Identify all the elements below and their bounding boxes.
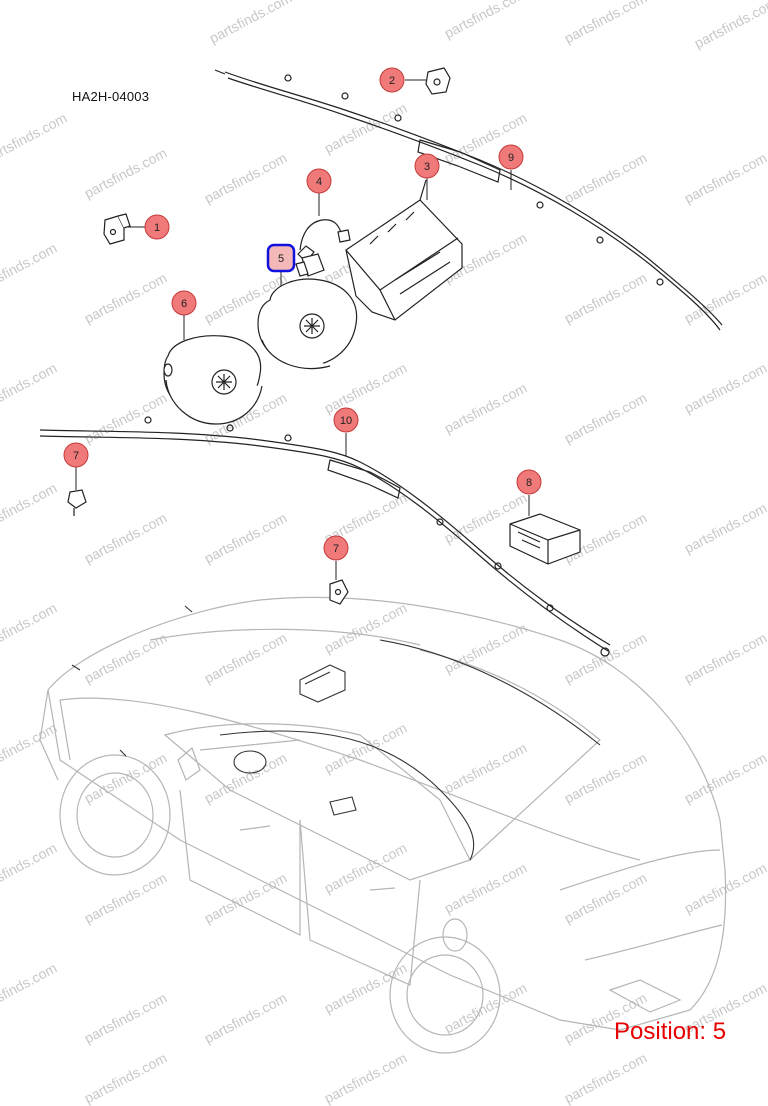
- callout-3: 3: [414, 153, 440, 179]
- part-7-sensor-left: [67, 489, 87, 516]
- curtain-airbag-upper: [214, 69, 723, 331]
- callout-1: 1: [144, 214, 170, 240]
- callout-label: 9: [508, 152, 514, 164]
- callout-label: 4: [316, 176, 322, 188]
- callout-label: 7: [333, 543, 339, 555]
- callout-10: 10: [333, 407, 359, 433]
- callout-5-highlighted: 5: [266, 243, 296, 273]
- leader-lines: [75, 79, 530, 580]
- part-7-sensor-center: [329, 579, 349, 605]
- curtain-airbag-lower: [39, 416, 611, 657]
- diagram-code: HA2H-04003: [72, 89, 150, 104]
- callout-2: 2: [379, 67, 405, 93]
- callout-label: 6: [181, 298, 187, 310]
- callout-6: 6: [171, 290, 197, 316]
- vehicle-outline: [39, 596, 727, 1054]
- callout-label: 7: [73, 450, 79, 462]
- callout-layer: 1 2 3 4 5 6 7 7 8 9 10: [63, 67, 542, 561]
- part-4-wiring: [297, 219, 351, 263]
- part-1-sensor: [103, 213, 131, 245]
- part-5-driver-airbag: [257, 253, 358, 370]
- callout-7: 7: [63, 442, 89, 468]
- position-label: Position: 5: [614, 1018, 727, 1045]
- part-8-control-module: [509, 513, 581, 565]
- part-3-passenger-airbag: [345, 179, 463, 321]
- callout-7: 7: [323, 535, 349, 561]
- vehicle-installed-parts: [71, 605, 601, 861]
- callout-4: 4: [306, 168, 332, 194]
- callout-label: 3: [424, 161, 430, 173]
- callout-label: 8: [526, 477, 532, 489]
- callout-label: 5: [278, 253, 284, 265]
- callout-label: 10: [340, 415, 352, 427]
- part-6-steering-airbag: [163, 335, 263, 425]
- callout-label: 1: [154, 222, 160, 234]
- part-2-sensor: [425, 67, 451, 95]
- callout-8: 8: [516, 469, 542, 495]
- callout-9: 9: [498, 144, 524, 170]
- callout-label: 2: [389, 75, 395, 87]
